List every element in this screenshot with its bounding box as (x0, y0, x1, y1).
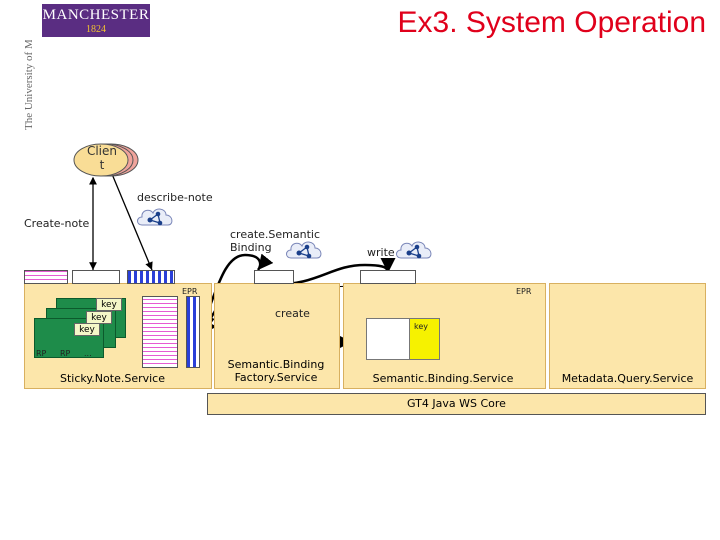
white-tab (360, 270, 416, 284)
network-cloud-icon (395, 241, 432, 259)
describe-note-label: describe-note (137, 191, 213, 204)
sticky-note-service-label: Sticky.Note.Service (59, 372, 165, 385)
key-box: key (96, 298, 122, 311)
rp-label: ... (84, 349, 92, 358)
logo-year: 1824 (86, 24, 106, 35)
semantic-binding-factory-service-label: Semantic.Binding Factory.Service (227, 358, 325, 384)
page-title: Ex3. System Operation (397, 6, 706, 39)
write-label: write (367, 246, 395, 259)
svg-text:The University of Manchester: The University of Manchester (23, 40, 35, 130)
blue-checked-column (186, 296, 200, 368)
client-node[interactable] (56, 140, 146, 182)
create-note-label: Create-note (24, 217, 90, 230)
pink-striped-tab (24, 270, 68, 284)
university-logo: MANCHESTER 1824 (42, 4, 150, 37)
metadata-query-service-label: Metadata.Query.Service (561, 372, 694, 385)
logo-text: MANCHESTER (42, 7, 150, 23)
semantic-binding-service-label: Semantic.Binding.Service (372, 372, 514, 385)
describe-note-arrow (111, 173, 153, 271)
key-label: key (414, 322, 429, 331)
white-tab (72, 270, 120, 284)
network-cloud-icon (136, 208, 173, 226)
rp-label: RP (60, 349, 71, 358)
gt4-java-ws-core: GT4 Java WS Core (207, 393, 706, 415)
resource-card (34, 318, 104, 358)
rp-label: RP (36, 349, 47, 358)
university-side-text: The University of Manchester (23, 40, 35, 130)
white-tab (254, 270, 294, 284)
create-semantic-binding-label: create.Semantic Binding (230, 228, 321, 254)
semantic-binding-factory-panel (214, 283, 340, 389)
epr-label: EPR (516, 287, 532, 296)
epr-label: EPR (182, 287, 198, 296)
create-label: create (275, 307, 310, 320)
key-box: key (74, 323, 100, 336)
blue-checked-tab (127, 270, 175, 284)
pink-striped-column (142, 296, 178, 368)
semantic-binding-resource-white (366, 318, 410, 360)
network-cloud-icon (285, 241, 322, 259)
metadata-query-service-panel (549, 283, 706, 389)
client-label: Clien t (86, 144, 118, 172)
